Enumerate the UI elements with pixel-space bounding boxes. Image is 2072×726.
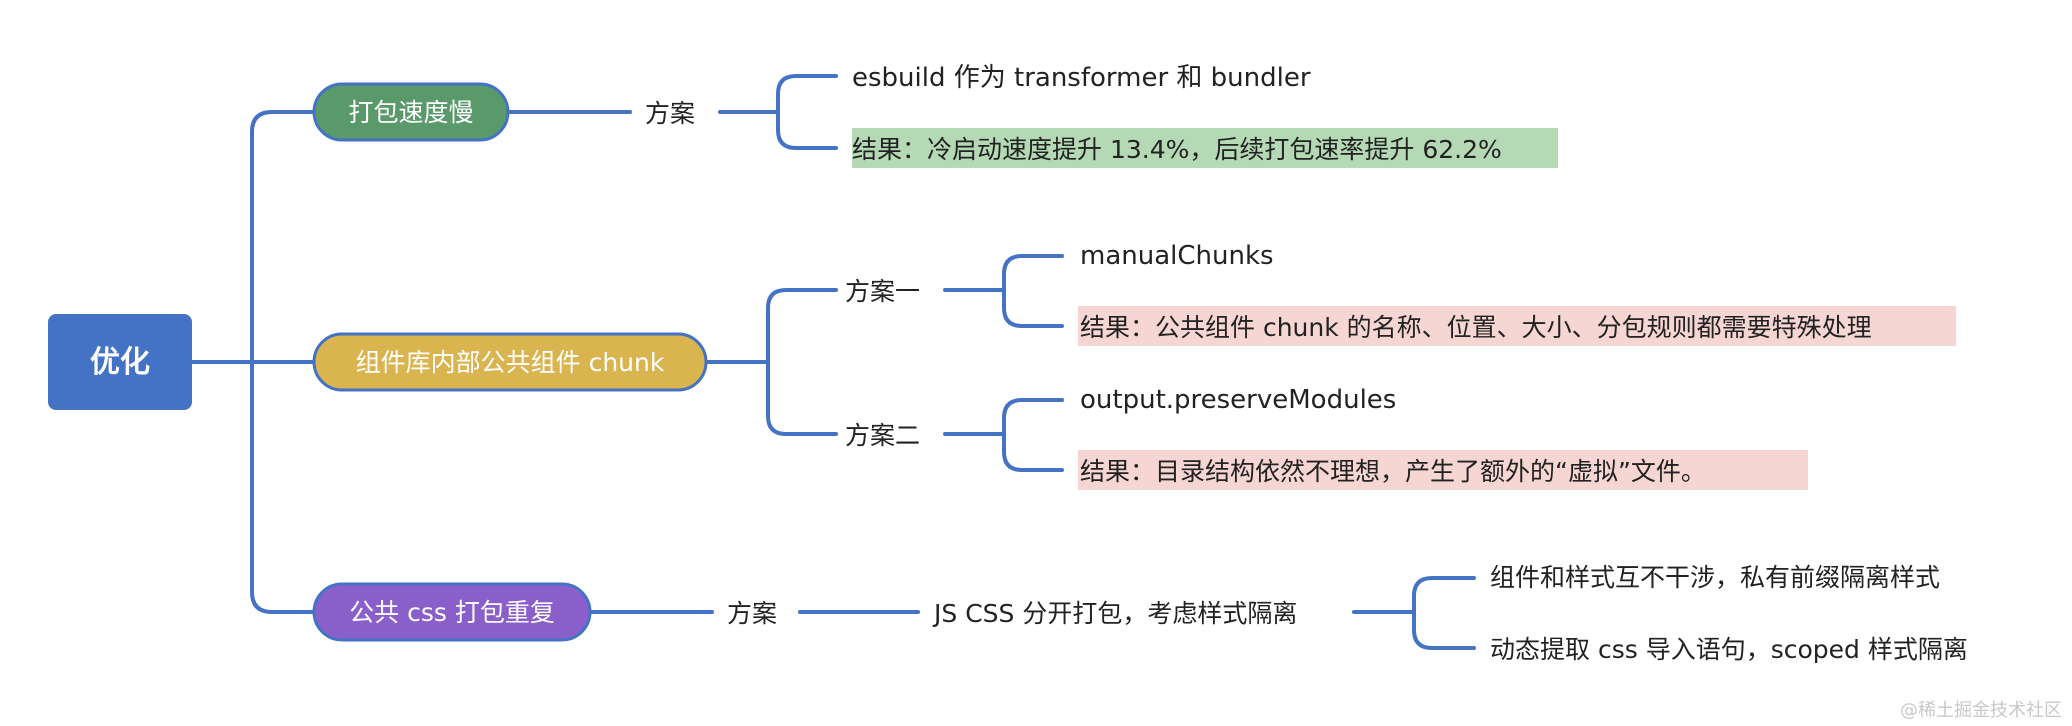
- leaf-b2-1-1[interactable]: manualChunks: [1080, 241, 1274, 271]
- root-node-box: [48, 314, 192, 410]
- branch-label-css: 公共 css 打包重复: [349, 598, 555, 627]
- leaf-b3-1[interactable]: 组件和样式互不干涉，私有前缀隔离样式: [1490, 563, 1940, 592]
- root-node[interactable]: 优化: [48, 314, 192, 410]
- watermark: @稀土掘金技术社区: [1900, 700, 2062, 721]
- branch-node-chunk[interactable]: 组件库内部公共组件 chunk: [312, 332, 708, 392]
- plan-label-b2-1[interactable]: 方案一: [845, 277, 920, 306]
- branch-node-css-box: [312, 582, 592, 642]
- plan-label-b1[interactable]: 方案: [645, 99, 695, 128]
- edge-b2-split: [704, 288, 838, 436]
- edge-b2-plan1-children: [943, 254, 1064, 328]
- connectors: [190, 74, 1476, 650]
- leaf-b2-2-2[interactable]: 结果：目录结构依然不理想，产生了额外的“虚拟”文件。: [1080, 457, 1706, 486]
- edge-b3-sub-children: [1352, 576, 1476, 650]
- root-spine: [250, 110, 317, 614]
- root-label: 优化: [90, 345, 150, 380]
- leaf-b1-2[interactable]: 结果：冷启动速度提升 13.4%，后续打包速率提升 62.2%: [852, 135, 1502, 164]
- branch-node-speed[interactable]: 打包速度慢: [312, 82, 510, 142]
- branch-label-chunk: 组件库内部公共组件 chunk: [356, 348, 665, 377]
- plan-sub-b3[interactable]: JS CSS 分开打包，考虑样式隔离: [932, 599, 1297, 628]
- highlight-b2-plan2-result: [1078, 450, 1808, 490]
- leaf-b1-1[interactable]: esbuild 作为 transformer 和 bundler: [852, 63, 1311, 93]
- branch-node-chunk-box: [312, 332, 708, 392]
- leaf-b3-2[interactable]: 动态提取 css 导入语句，scoped 样式隔离: [1490, 635, 1968, 664]
- edge-b2-plan2-children: [943, 398, 1064, 472]
- edge-b1-plan-children: [718, 74, 838, 150]
- plan-label-b2-2[interactable]: 方案二: [845, 421, 920, 450]
- highlight-b2-plan1-result: [1078, 306, 1956, 346]
- highlight-b1-result: [852, 128, 1558, 168]
- plan-label-b3[interactable]: 方案: [727, 599, 777, 628]
- leaf-b2-2-1[interactable]: output.preserveModules: [1080, 385, 1396, 415]
- branch-label-speed: 打包速度慢: [348, 98, 473, 127]
- leaf-b2-1-2[interactable]: 结果：公共组件 chunk 的名称、位置、大小、分包规则都需要特殊处理: [1080, 313, 1872, 342]
- branch-node-speed-box: [312, 82, 510, 142]
- branch-node-css[interactable]: 公共 css 打包重复: [312, 582, 592, 642]
